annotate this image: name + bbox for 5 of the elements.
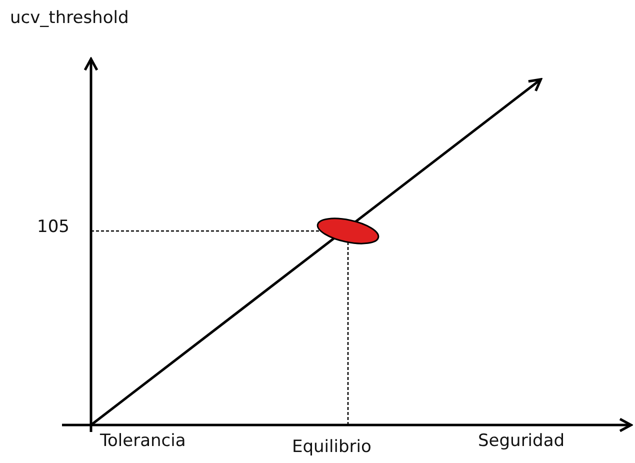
category-label: Tolerancia: [100, 431, 186, 451]
category-label: Seguridad: [478, 431, 565, 451]
category-label: Equilibrio: [292, 437, 372, 457]
tick-label: 105: [37, 217, 70, 237]
axis-title: ucv_threshold: [10, 8, 129, 28]
